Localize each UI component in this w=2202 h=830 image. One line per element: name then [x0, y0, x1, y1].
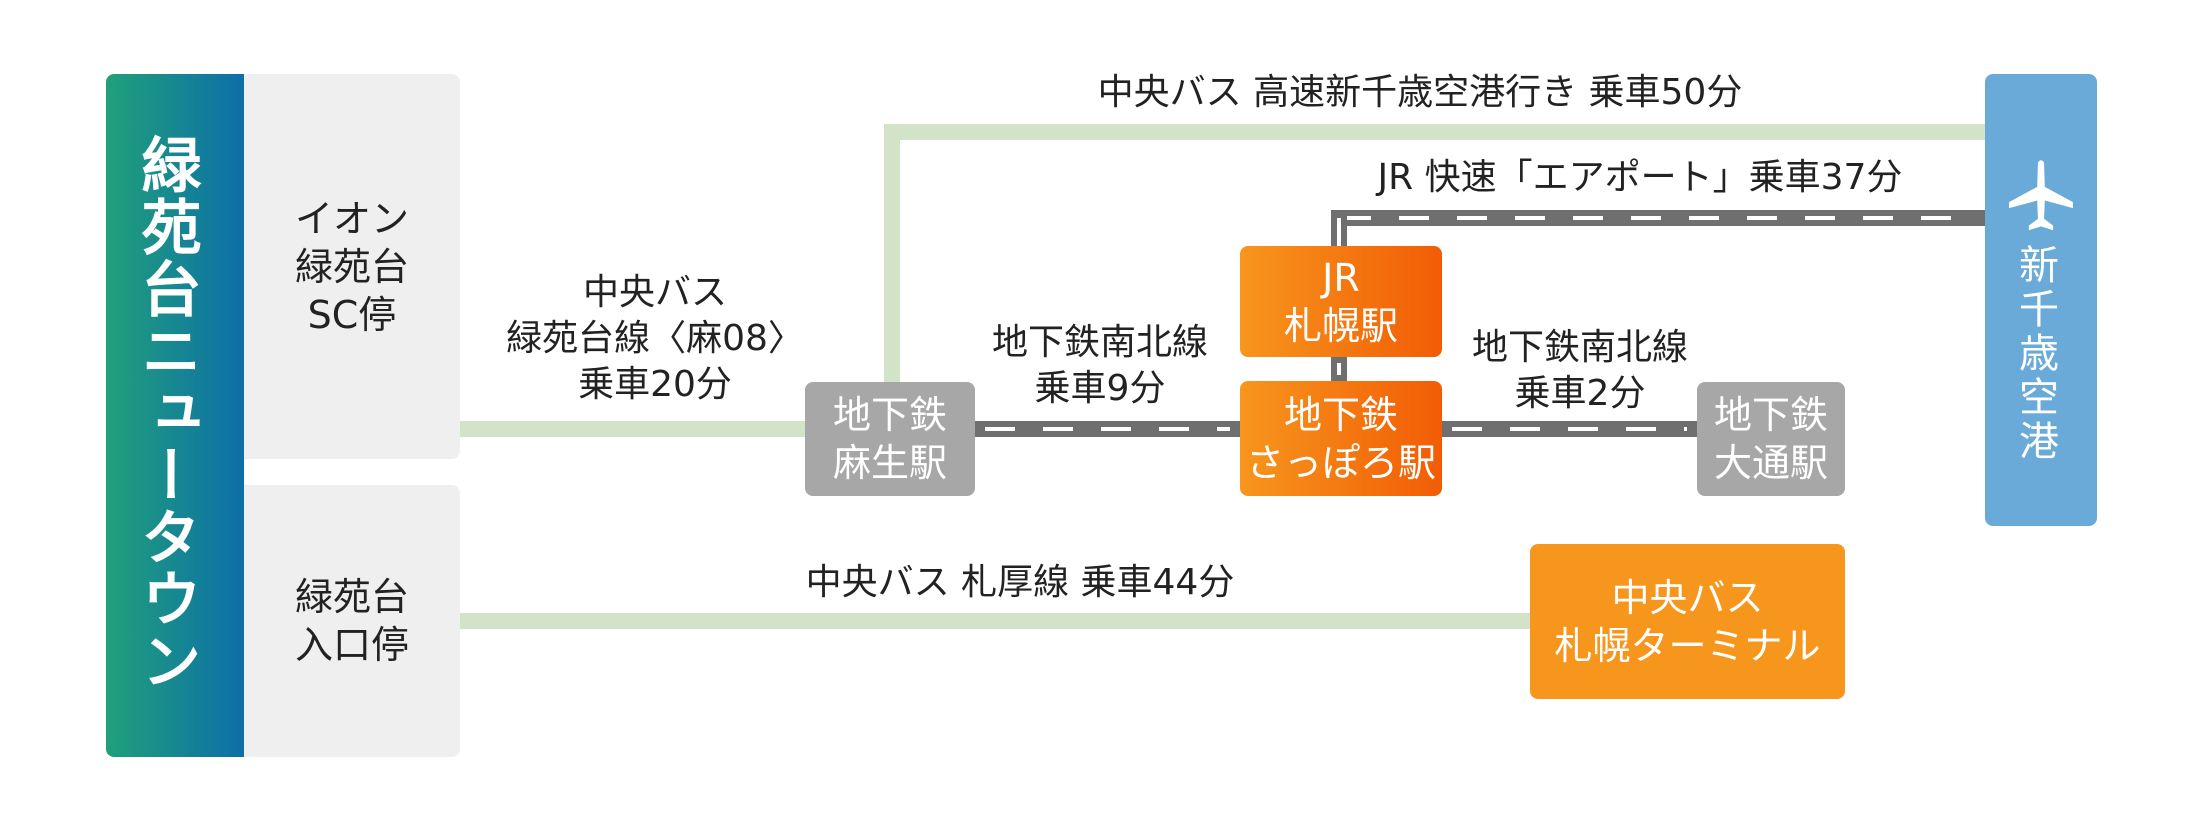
- route-label-jr-rapid: JR 快速「エアポート」乗車37分: [1377, 157, 1903, 198]
- stop-ryokuendai-entrance: 緑苑台 入口停: [244, 485, 460, 757]
- airport-label: 新千歳空港: [2012, 244, 2058, 464]
- destination-new-chitose-airport: 新千歳空港: [1985, 74, 2097, 526]
- jr-subway-connector: [1331, 357, 1347, 381]
- subway-line-asabu-sapporo: [975, 421, 1240, 437]
- route-label-airport-bus: 中央バス 高速新千歳空港行き 乗車50分: [1097, 72, 1743, 113]
- jr-line-horizontal: [1331, 210, 1985, 226]
- route-label-bus-ryokuendai: 中央バス 緑苑台線〈麻08〉 乗車20分: [506, 272, 804, 405]
- origin-label: 緑苑台ニュータウン: [131, 134, 201, 692]
- station-asabu: 地下鉄 麻生駅: [805, 382, 975, 496]
- subway-line-sapporo-odori: [1442, 421, 1697, 437]
- station-bus-terminal: 中央バス 札幌ターミナル: [1530, 544, 1845, 699]
- stop-aeon-ryokuendai-sc: イオン 緑苑台 SC停: [244, 74, 460, 459]
- station-label-asabu: 地下鉄 麻生駅: [832, 393, 947, 485]
- route-line-airport-bus-horizontal: [884, 124, 1985, 140]
- station-label-subway-sapporo: 地下鉄 さっぽろ駅: [1245, 392, 1436, 485]
- station-jr-sapporo: JR 札幌駅: [1240, 246, 1442, 357]
- airplane-icon: [2009, 160, 2073, 231]
- route-line-aeon-to-asabu: [460, 421, 805, 437]
- station-label-jr-sapporo: JR 札幌駅: [1283, 255, 1398, 348]
- route-line-entrance-to-terminal: [460, 613, 1530, 629]
- jr-line-vertical: [1331, 210, 1347, 246]
- route-label-subway-2: 地下鉄南北線 乗車2分: [1471, 327, 1688, 414]
- station-label-bus-terminal: 中央バス 札幌ターミナル: [1554, 575, 1821, 668]
- stop-label-aeon: イオン 緑苑台 SC停: [294, 196, 409, 337]
- stop-label-entrance: 緑苑台 入口停: [294, 575, 409, 667]
- origin-ryokuendai-newtown: 緑苑台ニュータウン: [106, 74, 244, 757]
- station-odori: 地下鉄 大通駅: [1697, 382, 1845, 496]
- route-line-airport-bus-vertical: [884, 124, 900, 382]
- station-label-odori: 地下鉄 大通駅: [1713, 393, 1828, 485]
- route-label-subway-9: 地下鉄南北線 乗車9分: [991, 322, 1208, 409]
- route-label-bus-sakkou: 中央バス 札厚線 乗車44分: [805, 562, 1235, 603]
- station-subway-sapporo: 地下鉄 さっぽろ駅: [1240, 381, 1442, 496]
